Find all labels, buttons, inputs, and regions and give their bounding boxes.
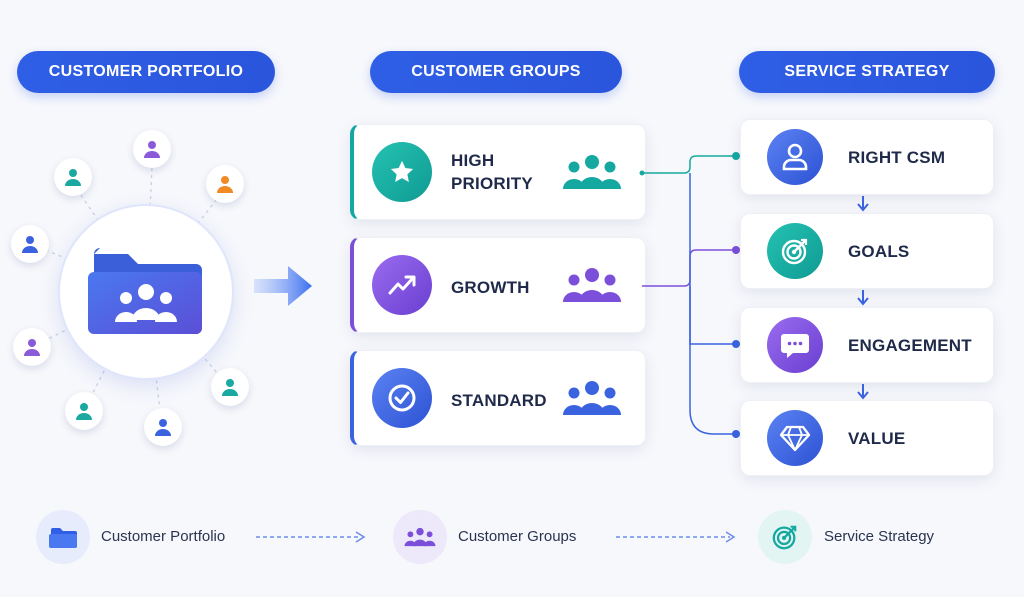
strategy-label-value: VALUE — [848, 429, 906, 448]
customer-node-icon — [65, 392, 103, 430]
trend-up-icon — [372, 255, 432, 315]
strategy-card-right-csm[interactable]: RIGHT CSM — [740, 119, 994, 195]
customer-node-icon — [133, 130, 171, 168]
header-service-strategy: SERVICE STRATEGY — [739, 51, 995, 93]
header-customer-portfolio: CUSTOMER PORTFOLIO — [17, 51, 275, 93]
group-label-high-priority: HIGH PRIORITY — [451, 151, 533, 193]
customer-node-icon — [144, 408, 182, 446]
person-icon — [767, 129, 823, 185]
down-arrow-icon — [857, 384, 869, 400]
group-card-growth[interactable]: GROWTH — [350, 237, 646, 333]
strategy-card-engagement[interactable]: ENGAGEMENT — [740, 307, 994, 383]
group-card-high-priority[interactable]: HIGH PRIORITY — [350, 124, 646, 220]
target-icon — [767, 223, 823, 279]
dashed-arrow-icon — [256, 531, 366, 543]
folder-icon — [36, 510, 90, 564]
target-icon — [758, 510, 812, 564]
connector-lines — [639, 152, 740, 438]
strategy-card-value[interactable]: VALUE — [740, 400, 994, 476]
group-label-standard: STANDARD — [451, 391, 547, 410]
portfolio-hub — [58, 204, 234, 380]
diamond-icon — [767, 410, 823, 466]
dashed-arrow-icon — [616, 531, 736, 543]
down-arrow-icon — [857, 196, 869, 212]
customer-node-icon — [11, 225, 49, 263]
bottom-label-customer-groups: Customer Groups — [458, 528, 577, 545]
group-card-standard[interactable]: STANDARD — [350, 350, 646, 446]
chat-bubble-icon — [767, 317, 823, 373]
flow-arrow-icon — [254, 266, 312, 306]
group-icon — [563, 155, 621, 189]
group-icon — [393, 510, 447, 564]
customer-node-icon — [206, 165, 244, 203]
customer-node-icon — [54, 158, 92, 196]
strategy-card-goals[interactable]: GOALS — [740, 213, 994, 289]
down-arrow-icon — [857, 290, 869, 306]
strategy-label-goals: GOALS — [848, 242, 910, 261]
check-badge-icon — [372, 368, 432, 428]
star-icon — [372, 142, 432, 202]
group-icon — [563, 268, 621, 302]
customer-node-icon — [211, 368, 249, 406]
strategy-label-right-csm: RIGHT CSM — [848, 148, 946, 167]
group-icon — [563, 381, 621, 415]
strategy-label-engagement: ENGAGEMENT — [848, 336, 972, 355]
folder-group-icon — [88, 248, 202, 334]
header-customer-groups: CUSTOMER GROUPS — [370, 51, 622, 93]
bottom-label-customer-portfolio: Customer Portfolio — [101, 528, 226, 545]
group-label-growth: GROWTH — [451, 278, 530, 297]
customer-node-icon — [13, 328, 51, 366]
bottom-label-service-strategy: Service Strategy — [824, 528, 935, 545]
